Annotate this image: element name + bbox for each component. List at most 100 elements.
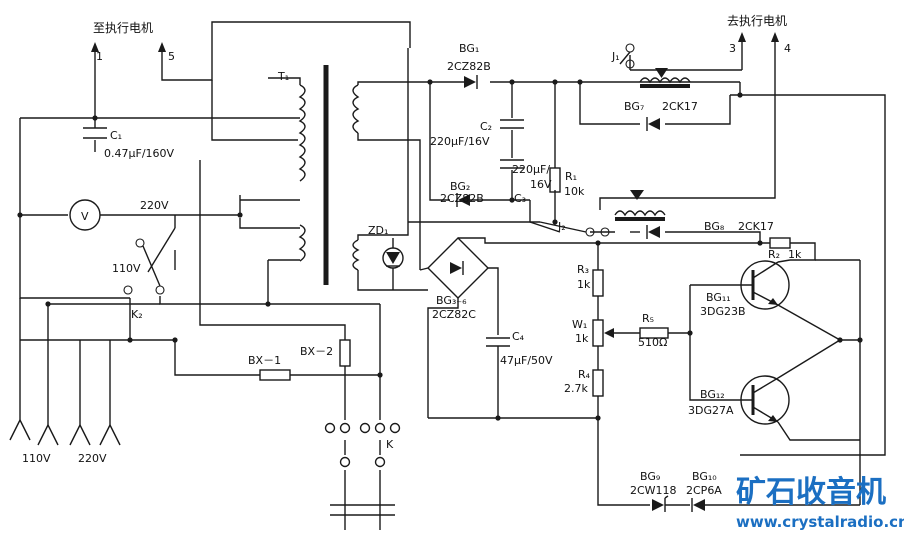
c1-value: 0.47μF/160V (104, 147, 175, 160)
capacitor-c2 (500, 119, 524, 129)
c4-label: C₄ (512, 330, 525, 343)
zd1-label: ZD₁ (368, 224, 388, 237)
relay-coil-j1 (639, 68, 691, 88)
w1-label: W₁ (572, 318, 587, 331)
voltage-selector-switch (135, 238, 165, 295)
transistor-bg11 (690, 259, 841, 341)
transformer-t1 (268, 48, 430, 291)
wires-upper-right (408, 55, 886, 456)
transistor-bg12 (689, 259, 861, 505)
c2-value: 220μF/16V (430, 135, 490, 148)
r1-value: 10k (564, 185, 585, 198)
terminal-3-label: 3 (729, 42, 736, 55)
relay-coil-j2 (614, 190, 666, 221)
bg8-type: 2CK17 (738, 220, 774, 233)
switch-220v-label: 220V (140, 199, 169, 212)
resistor-r5 (639, 327, 690, 339)
input-110v-label: 110V (22, 452, 51, 465)
potentiometer-w1 (592, 319, 640, 370)
c3-label: C₃ (514, 192, 526, 205)
capacitor-c3 (500, 159, 524, 169)
c2-label: C₂ (480, 120, 492, 133)
bg10-label: BG₁₀ (692, 470, 717, 483)
j2-label: J₂ (557, 220, 566, 233)
r5-label: R₅ (642, 312, 654, 325)
bg10-type: 2CP6A (686, 484, 722, 497)
bg2-label: BG₂ (450, 180, 470, 193)
t1-label: T₁ (277, 70, 289, 83)
k2-label: K₂ (131, 308, 143, 321)
resistor-r4 (592, 369, 650, 506)
bx1-label: BX－1 (248, 354, 281, 367)
r4-label: R₄ (578, 368, 591, 381)
resistor-r2 (769, 237, 791, 249)
bg7-type: 2CK17 (662, 100, 698, 113)
watermark-url: www.crystalradio.cn (736, 513, 904, 531)
bg1-type: 2CZ82B (447, 60, 491, 73)
junction-dots (17, 79, 863, 421)
voltmeter (69, 199, 101, 231)
indicator-zd1 (382, 238, 404, 290)
mains-plugs (9, 419, 121, 446)
terminal-1-label: 1 (96, 50, 103, 63)
switch-k-contacts (324, 422, 401, 468)
bg2-type: 2CZ82B (440, 192, 484, 205)
labels: 至执行电机 去执行电机 1 5 3 4 T₁ C₁ 0.47μF/160V V … (22, 14, 802, 497)
r3-value: 1k (577, 278, 591, 291)
bg9-label: BG₉ (640, 470, 660, 483)
wires-left (19, 21, 411, 530)
voltmeter-label: V (81, 210, 89, 223)
bx2-label: BX－2 (300, 345, 333, 358)
c4-value: 47μF/50V (500, 354, 553, 367)
w1-value: 1k (575, 332, 589, 345)
watermark-name: 矿石收音机 (736, 475, 886, 510)
capacitor-c1 (83, 127, 107, 139)
resistor-r3 (592, 243, 604, 320)
bg12-type: 3DG27A (688, 404, 734, 417)
fuse-bx1 (259, 369, 291, 381)
r4-value: 2.7k (564, 382, 588, 395)
capacitor-c4 (428, 337, 598, 419)
zener-bg9 (652, 495, 690, 512)
terminal-4-label: 4 (784, 42, 791, 55)
c3-value-a: 220μF/ (512, 163, 550, 176)
terminal-5-label: 5 (168, 50, 175, 63)
bg7-label: BG₇ (624, 100, 644, 113)
diode-bg10 (691, 498, 860, 512)
fuse-bx2 (339, 339, 351, 367)
bridge-rectifier-bg3-6 (398, 237, 700, 418)
diode-bg1 (464, 75, 478, 89)
bg9-type: 2CW118 (630, 484, 677, 497)
heading-to-motor-right: 去执行电机 (727, 14, 787, 28)
bg8-label: BG₈ (704, 220, 725, 233)
bg36-type: 2CZ82C (432, 308, 476, 321)
bg1-label: BG₁ (459, 42, 479, 55)
resistor-r1 (549, 167, 561, 193)
diode-bg8 (646, 225, 660, 239)
bg12-label: BG₁₂ (700, 388, 725, 401)
c3-value-b: 16V (530, 178, 552, 191)
r3-label: R₃ (577, 263, 589, 276)
terminal-arrows-right (738, 32, 779, 55)
r1-label: R₁ (565, 170, 577, 183)
watermark: 矿石收音机 www.crystalradio.cn (736, 475, 904, 531)
heading-to-motor-left: 至执行电机 (93, 21, 153, 35)
bg36-label: BG₃₋₆ (436, 294, 467, 307)
diode-bg2 (456, 193, 470, 207)
r2-value: 1k (788, 248, 802, 261)
terminal-arrows-left (91, 42, 166, 75)
input-220v-label: 220V (78, 452, 107, 465)
relay-contact-j2 (539, 221, 610, 237)
j1-label: J₁ (611, 50, 620, 63)
c1-label: C₁ (110, 129, 122, 142)
switch-110v-label: 110V (112, 262, 141, 275)
diode-bg7 (646, 117, 660, 131)
bg11-type: 3DG23B (700, 305, 746, 318)
relay-contact-j1 (619, 43, 635, 69)
k-label: K (386, 438, 394, 451)
switch-k2 (123, 285, 133, 295)
r5-value: 510Ω (638, 336, 667, 349)
bg11-label: BG₁₁ (706, 291, 731, 304)
r2-label: R₂ (768, 248, 780, 261)
